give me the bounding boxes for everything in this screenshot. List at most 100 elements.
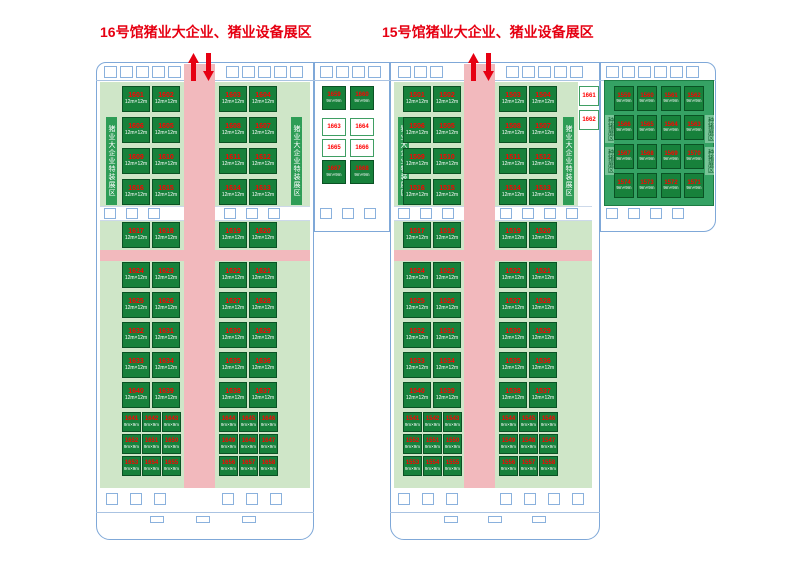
booth-size: 9m×9m [520, 465, 537, 471]
booth-number: 1574 [617, 179, 631, 186]
booth-size: 12m×12m [154, 305, 178, 312]
hall15-title: 15号馆猪业大企业、猪业设备展区 [382, 24, 594, 40]
booth-size: 9m×9m [163, 443, 180, 449]
booth-number: 1545 [521, 416, 536, 423]
booth-number: 1662 [582, 116, 596, 123]
up-down-arrows-icon [188, 53, 214, 81]
booth-size: 12m×12m [124, 99, 148, 106]
booth-number: 1572 [664, 179, 678, 186]
booth-number: 1501 [409, 92, 425, 100]
breeding-zone-label: 种猪展区 [705, 115, 714, 143]
service-room [148, 208, 160, 219]
booth-size: 12m×12m [531, 395, 555, 402]
booth-size: 12m×12m [154, 335, 178, 342]
booth-size: 12m×12m [501, 365, 525, 372]
booth-size: 9m×9m [639, 185, 655, 191]
booth-size: 12m×12m [531, 275, 555, 282]
service-room [274, 66, 287, 78]
booth-size: 9m×9m [424, 421, 441, 427]
booth-size: 9m×9m [686, 127, 702, 133]
service-room [670, 66, 683, 78]
booth-number: 1664 [355, 123, 369, 130]
booth-size: 9m×9m [444, 443, 461, 449]
service-room [290, 66, 303, 78]
booth-size: 12m×12m [154, 192, 178, 199]
booth-number: 1605 [158, 123, 174, 131]
booth-number: 1561 [664, 92, 678, 99]
booth-size: 9m×9m [424, 465, 441, 471]
hall16-bottom-corridor-line [96, 512, 314, 513]
booth-size: 12m×12m [405, 99, 429, 106]
service-room [570, 66, 583, 78]
booth-number: 1556 [501, 460, 516, 467]
booth-size: 12m×12m [405, 395, 429, 402]
booth-size: 12m×12m [124, 192, 148, 199]
booth-size: 12m×12m [531, 99, 555, 106]
service-room [572, 493, 584, 505]
booth-number: 1558 [541, 460, 556, 467]
booth-size: 12m×12m [251, 275, 275, 282]
booth-size: 12m×12m [435, 335, 459, 342]
booth-size: 12m×12m [154, 275, 178, 282]
booth-number: 1645 [241, 416, 256, 423]
booth-number: 1654 [144, 460, 159, 467]
booth-size: 12m×12m [124, 130, 148, 137]
special-zone-strip-hall16-left: 猪业大企业特装展区 [106, 117, 117, 205]
booth-number: 1552 [405, 438, 420, 445]
hall16-title: 16号馆猪业大企业、猪业设备展区 [100, 24, 312, 40]
booth-number: 1667 [327, 166, 341, 173]
service-room [506, 66, 519, 78]
booth-number: 1651 [144, 438, 159, 445]
booth-number: 1570 [687, 150, 701, 157]
booth-number: 1534 [439, 358, 455, 366]
booth-size: 12m×12m [501, 275, 525, 282]
booth-size: 12m×12m [501, 395, 525, 402]
top-corridor-line [96, 80, 716, 81]
entrance-exit-arrows-hall16 [188, 53, 214, 81]
booth-size: 12m×12m [531, 192, 555, 199]
booth-number: 1546 [541, 416, 556, 423]
booth-number: 1617 [128, 228, 144, 236]
booth-size: 12m×12m [405, 275, 429, 282]
service-room [130, 493, 142, 505]
booth-size: 9m×9m [616, 98, 632, 104]
service-room [120, 66, 133, 78]
booth-size: 12m×12m [124, 161, 148, 168]
booth-size: 12m×12m [251, 161, 275, 168]
service-room [398, 493, 410, 505]
booth-number: 1521 [535, 268, 551, 276]
booth-number: 1553 [405, 460, 420, 467]
booth-number: 1550 [445, 438, 460, 445]
booth-number: 1650 [164, 438, 179, 445]
booth-number: 1629 [255, 328, 271, 336]
booth-size: 9m×9m [326, 97, 342, 103]
